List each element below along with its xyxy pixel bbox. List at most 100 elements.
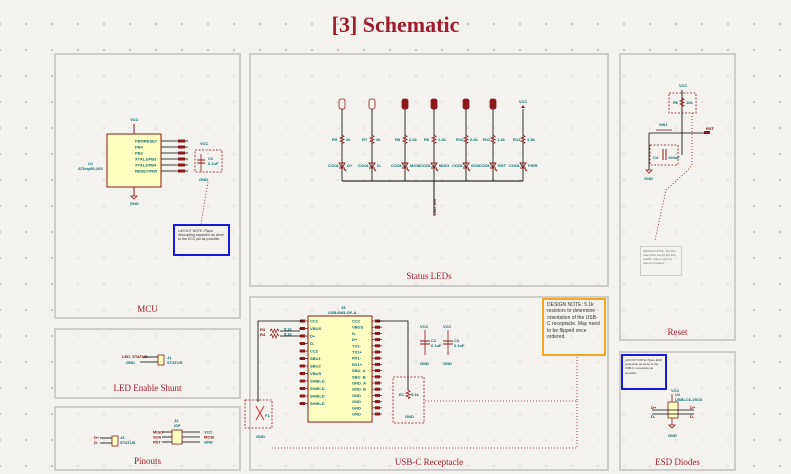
- power-arrow-icon: [521, 105, 525, 108]
- panel-status-leds[interactable]: Status LEDs: [249, 53, 609, 287]
- panel-label-esd: ESD Diodes: [655, 457, 700, 467]
- mcu-vcc-label: VCC: [130, 117, 139, 122]
- usbc-design-note[interactable]: DESIGN NOTE: 5.1k resistors to determine…: [542, 298, 606, 356]
- usbc-pin-right: [375, 350, 380, 354]
- usbc-pin-left: [300, 334, 305, 338]
- led-ref: SCK: [471, 163, 480, 168]
- usbc-pin-right-label: GND_A: [352, 381, 366, 386]
- esd-protection[interactable]: VCC U2 USBLC6-2SC6 D+ D- D+ D- GND: [651, 388, 703, 438]
- usbc-pin-left-label: CC2: [310, 349, 319, 354]
- mcu-pin-netlabel: [178, 145, 185, 149]
- panel-led-shunt[interactable]: LED Enable Shunt: [54, 328, 241, 399]
- pinouts-connectors[interactable]: D+ D- J3 STATUS J2 ISP MISOSCKRSTVCCMOSI…: [94, 418, 214, 447]
- c1-ref: C1: [208, 156, 214, 161]
- fuse-ref: F1: [265, 413, 270, 418]
- led-resistor-value: 1.2k: [438, 137, 447, 142]
- led-resistor-ref: R11: [483, 137, 491, 142]
- led-net-flag: [338, 98, 346, 110]
- led-net-flag: [489, 98, 497, 110]
- usbc-pin-right: [375, 393, 380, 397]
- usbc-pin-right: [375, 387, 380, 391]
- panel-pinouts[interactable]: Pinouts: [54, 406, 241, 471]
- led-resistor-ref: R7: [362, 137, 368, 142]
- c3-gnd-label: GND: [443, 361, 452, 366]
- panel-label-mcu: MCU: [137, 304, 158, 314]
- led-icon: [489, 162, 497, 169]
- led-color-label: COOL: [479, 163, 491, 168]
- led-color-label: COOL: [509, 163, 521, 168]
- shunt-gnd-label: GND: [126, 360, 135, 365]
- j3-pin-dplus: D+: [94, 435, 100, 440]
- mcu-pin-label: PB4: [135, 145, 144, 150]
- resistor-icon: [462, 134, 470, 144]
- panel-reset[interactable]: Reset: [619, 53, 736, 341]
- usbc-pin-left-label: D-: [310, 341, 315, 346]
- c2-vcc-label: VCC: [420, 324, 429, 329]
- reset-c-value: 100nF: [668, 155, 680, 160]
- c3-vcc-label: VCC: [443, 324, 452, 329]
- led-color-label: COOL: [420, 163, 432, 168]
- panel-mcu[interactable]: MCU: [54, 53, 241, 319]
- esd-left-dplus: D+: [651, 405, 657, 410]
- mcu-symbol[interactable]: VCC GND U1 ATtiny85-20S PB5/RESETPB4PB3X…: [78, 117, 223, 226]
- led-net-flag: [430, 98, 438, 110]
- reset-r-value: 10k: [686, 100, 693, 105]
- usbc-pin-right: [375, 375, 380, 379]
- usbc-pin-left-label: SHIELD: [310, 401, 325, 406]
- isp-pin-left-label: RST: [153, 440, 162, 445]
- mcu-layout-note[interactable]: LAYOUT NOTE: Place decoupling capacitor …: [173, 224, 230, 256]
- usbc-pin-right-label: GND: [352, 405, 361, 410]
- led-resistor-ref: R8: [395, 137, 401, 142]
- fuse-dnp-icon: [255, 405, 265, 421]
- led-resistor-value: 1.2k: [497, 137, 506, 142]
- led-color-label: COOL: [391, 163, 403, 168]
- isp-pin-left-label: SCK: [153, 435, 162, 440]
- usbc-ref: J5: [341, 305, 346, 310]
- usbc-pin-left: [300, 394, 305, 398]
- mcu-gnd-label: GND: [130, 201, 139, 206]
- gnd-icon: [645, 169, 653, 174]
- usbc-pin-right: [375, 356, 380, 360]
- j3-pin-dminus: D-: [94, 440, 99, 445]
- usbc-note-text: DESIGN NOTE: 5.1k resistors to determine…: [547, 302, 600, 341]
- resistor-icon: [338, 134, 346, 144]
- resistor-icon: [519, 134, 527, 144]
- resistor-icon: [401, 134, 409, 144]
- usbc-pin-right: [375, 325, 380, 329]
- isp-pin-right-label: GND: [204, 440, 213, 445]
- usbc-pin-right: [375, 362, 380, 366]
- led-net-flag: [401, 98, 409, 110]
- resistor-icon: [269, 333, 280, 339]
- usbc-pin-right-label: D-: [352, 331, 357, 336]
- c3-ref: C3: [454, 338, 460, 343]
- usbc-pin-right-label: RX1-: [352, 356, 362, 361]
- mcu-pin-label: XTAL2/PB4: [135, 163, 157, 168]
- led-icon: [462, 162, 470, 169]
- isp-name: ISP: [174, 423, 181, 428]
- usbc-pin-right-label: SBU_A: [352, 368, 366, 373]
- usbc-pin-right-label: GND: [352, 412, 361, 417]
- usbc-receptacle[interactable]: J5 USB4085-GF-A CC1VBUSD+D-CC2SBU1SBU2VB…: [244, 305, 578, 449]
- panel-label-pinouts: Pinouts: [133, 456, 161, 466]
- esd-vcc-label: VCC: [671, 388, 680, 393]
- led-shunt-connector[interactable]: LED_STATUS GND J1 STATUS: [122, 354, 183, 366]
- led-resistor-ref: R5: [332, 137, 338, 142]
- usbc-pin-right-label: SBU_B: [352, 374, 366, 379]
- usbc-pin-left: [300, 349, 305, 353]
- esd-layout-note[interactable]: LAYOUT NOTE: Place ESD protection as clo…: [621, 354, 667, 390]
- c1-value: 0.1uF: [208, 161, 219, 166]
- reset-circuit[interactable]: VCC R6 10k SW1 RST C4 100nF GND: [644, 83, 715, 241]
- usbc-pin-left-label: SBU1: [310, 356, 321, 361]
- usbc-r4-ref: R4: [260, 332, 266, 337]
- panel-label-usbc: USB-C Receptacle: [394, 457, 464, 467]
- usbc-pin-right-label: GND: [352, 399, 361, 404]
- usbc-pin-left: [300, 342, 305, 345]
- reset-design-note[interactable]: DESIGN NOTE: The RC reset filter keeps t…: [640, 246, 682, 276]
- usbc-pin-right-label: GND: [352, 393, 361, 398]
- isp-ref: J2: [174, 418, 179, 423]
- mcu-pin-netlabel: [178, 139, 185, 143]
- pulldown-ref: R1: [399, 392, 405, 397]
- usbc-pin-right: [375, 400, 380, 404]
